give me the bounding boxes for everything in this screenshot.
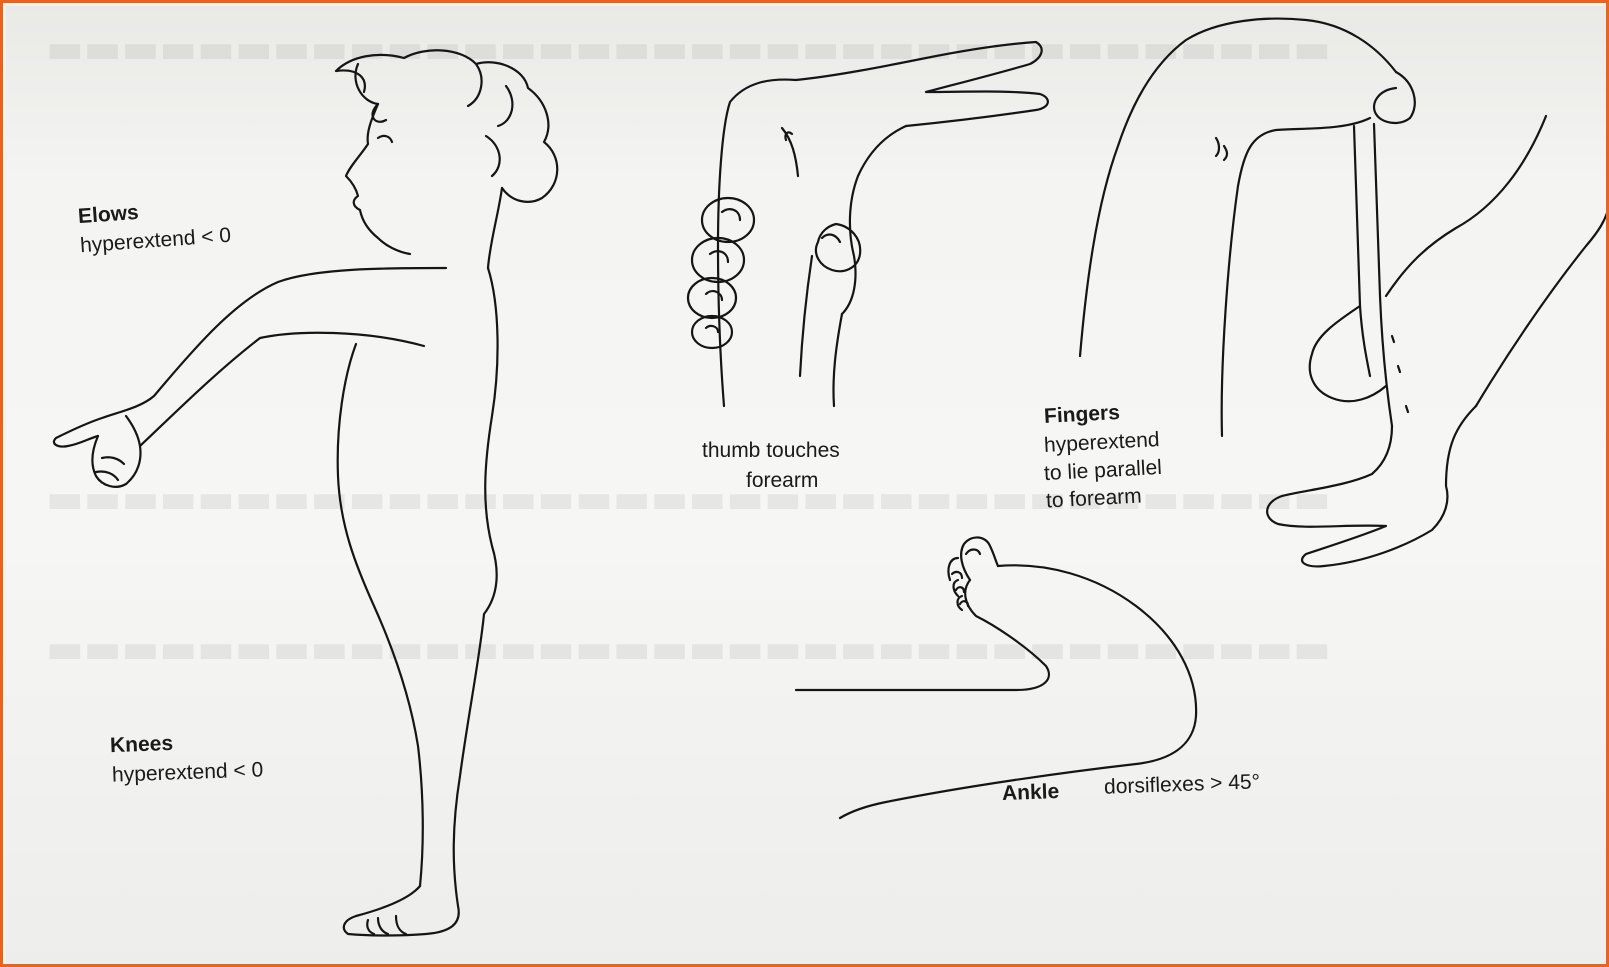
standing-figure-illustration bbox=[54, 50, 557, 935]
hand2-finger-inner-2 bbox=[1374, 124, 1392, 426]
hand1-wrist bbox=[842, 126, 906, 314]
thumb-forearm-illustration bbox=[688, 42, 1048, 406]
figure-front bbox=[344, 268, 498, 936]
hand1-forearm bbox=[718, 42, 1048, 406]
hand2-palm bbox=[1310, 306, 1386, 401]
hand1-finger-3 bbox=[688, 278, 736, 318]
knees-detail: hyperextend < 0 bbox=[112, 757, 264, 787]
hand2-finger-inner bbox=[1222, 118, 1370, 436]
figure-back bbox=[338, 344, 423, 886]
thumb-caption-line1: thumb touches bbox=[702, 438, 840, 463]
knees-title: Knees bbox=[110, 731, 174, 758]
foot-shin-top bbox=[796, 580, 1049, 690]
hand2-fingertip bbox=[1374, 72, 1415, 123]
thumb-caption-line2: forearm bbox=[746, 468, 818, 493]
hand1-forearm-lower bbox=[800, 256, 842, 406]
hand2-forearm-right bbox=[1386, 116, 1546, 296]
figure-hand bbox=[92, 416, 140, 487]
figure-arm-top bbox=[54, 268, 446, 447]
fingers-caption-line3: to forearm bbox=[1045, 484, 1142, 514]
hand2-finger-mid bbox=[1354, 126, 1370, 376]
hand1-nails bbox=[706, 209, 740, 332]
elbows-title: Elows bbox=[77, 200, 139, 229]
figure-eye bbox=[378, 136, 392, 142]
ankle-title: Ankle bbox=[1002, 779, 1060, 806]
figure-toes bbox=[367, 916, 406, 934]
foot-toes bbox=[948, 537, 998, 610]
hand1-finger-1 bbox=[702, 198, 754, 242]
figure-arm-bottom bbox=[140, 333, 424, 446]
hand1-inner bbox=[782, 128, 798, 176]
figure-neck bbox=[488, 188, 502, 268]
fingers-hyperextend-illustration bbox=[1080, 19, 1609, 567]
hand2-wrist-right bbox=[1476, 206, 1609, 406]
figure-face bbox=[346, 104, 410, 254]
hand1-finger-4 bbox=[692, 316, 732, 348]
fingers-title: Fingers bbox=[1043, 400, 1120, 429]
hand1-thumb bbox=[816, 224, 860, 271]
scanned-page: ▬▬▬▬▬▬▬▬▬▬▬▬▬▬▬▬▬▬▬▬▬▬▬▬▬▬▬▬▬▬▬▬▬▬ ▬▬▬▬▬… bbox=[6, 6, 1609, 967]
hand2-lower-hand bbox=[1267, 406, 1476, 566]
